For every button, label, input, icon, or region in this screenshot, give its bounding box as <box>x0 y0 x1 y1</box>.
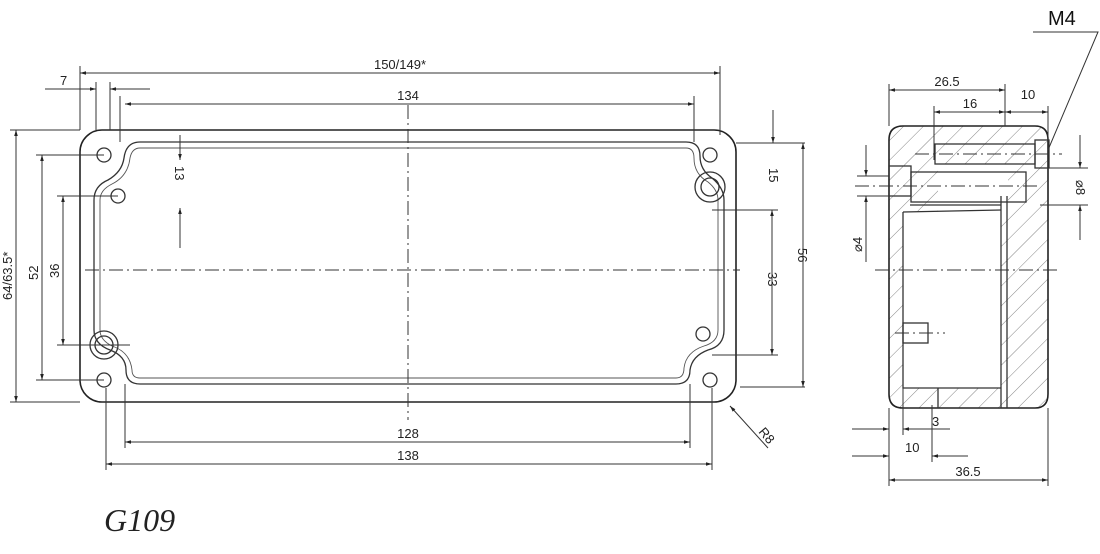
dim-hole-offset-top: 13 <box>172 166 187 180</box>
dim-overall-length: 150/149* <box>374 57 426 72</box>
dim-inner-length: 134 <box>397 88 419 103</box>
model-name: G109 <box>104 502 176 538</box>
dim-flange-offset: 7 <box>60 73 67 88</box>
dim-hole-dia: ⌀4 <box>850 237 865 252</box>
front-view: 150/149* 134 7 13 64/63.5* 52 36 15 56 <box>0 57 810 470</box>
thread-callout-m4: M4 <box>1048 8 1076 30</box>
dim-10-top: 10 <box>1021 87 1035 102</box>
dim-thread-dia: ⌀8 <box>1073 180 1088 195</box>
dim-height-36: 36 <box>47 264 62 278</box>
dim-bottom-128: 128 <box>397 426 419 441</box>
dim-right-15: 15 <box>766 168 781 182</box>
dim-overall-height: 64/63.5* <box>0 252 15 300</box>
side-view: M4 26.5 16 10 ⌀8 ⌀4 3 10 <box>850 8 1099 486</box>
dim-bottom-138: 138 <box>397 448 419 463</box>
dim-16: 16 <box>963 96 977 111</box>
inner-lid-outline <box>93 141 725 385</box>
dim-3: 3 <box>932 414 939 429</box>
dim-36-5: 36.5 <box>955 464 980 479</box>
inner-lid-outline-2 <box>99 147 719 379</box>
side-body-outline <box>888 125 1049 409</box>
dim-26-5: 26.5 <box>934 74 959 89</box>
dim-height-52: 52 <box>26 266 41 280</box>
dim-right-33: 33 <box>765 272 780 286</box>
dim-10-bottom: 10 <box>905 440 919 455</box>
dim-right-56: 56 <box>795 248 810 262</box>
dim-radius: R8 <box>756 424 778 446</box>
